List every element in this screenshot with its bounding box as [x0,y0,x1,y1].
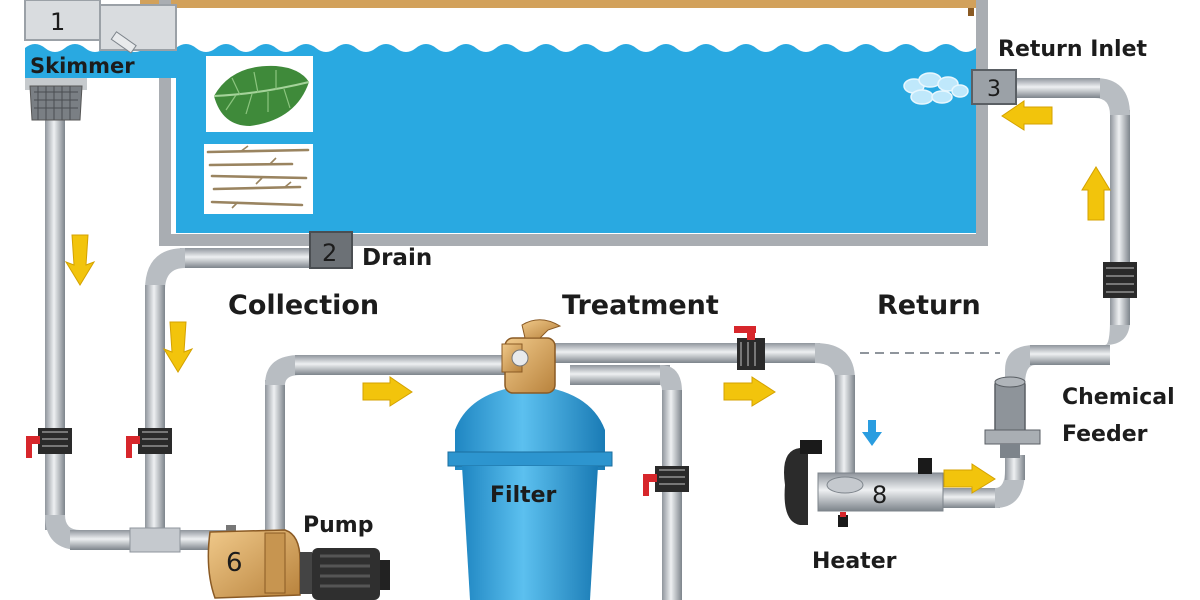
valve-waste-line[interactable] [643,466,689,496]
flow-arrow-right-pump [362,376,413,407]
valve-drain-line[interactable] [126,428,172,458]
drain-label: Drain [362,245,432,271]
pump [207,525,390,600]
pool-water [176,44,976,233]
flow-arrow-right-treatment [723,376,776,407]
flow-arrow-right-heater [943,463,996,494]
valve-treatment-line[interactable] [734,326,765,370]
twig-debris [204,144,313,214]
filter-label: Filter [490,483,557,508]
drain-fitting [309,231,353,269]
chemical-feeder-label-line2: Feeder [1062,422,1148,447]
union-return-line [1103,262,1137,298]
flow-arrow-down-drain [162,321,194,373]
valve-skimmer-line[interactable] [26,428,72,458]
skimmer-basket [29,85,83,121]
flow-arrows [64,100,1111,494]
skimmer-number: 1 [50,8,65,36]
chemical-feeder [984,376,1041,458]
chemical-feeder-label-line1: Chemical [1062,385,1175,410]
pool [25,0,988,246]
return-inlet-fitting [971,69,1017,105]
heater [784,440,944,527]
skimmer [24,0,177,121]
valves [26,262,1137,496]
return-inlet-label: Return Inlet [998,37,1148,62]
pump-number: 6 [226,548,243,578]
flow-arrow-down-skimmer [64,234,96,286]
pump-label: Pump [303,513,373,538]
pool-deck [140,0,985,8]
collection-label: Collection [228,290,379,321]
heater-label: Heater [812,549,897,574]
flow-arrow-up-return [1081,166,1111,221]
flow-arrow-blue-heater [862,420,882,446]
leaf-debris [206,56,313,132]
skimmer-water [25,44,176,78]
treatment-label: Treatment [562,290,719,321]
flow-arrow-left-return [1001,100,1053,131]
drain-number: 2 [322,239,337,267]
heater-number: 8 [872,481,887,509]
pool-wall [159,0,988,246]
filter-tank [447,319,613,600]
return-bubbles [903,72,969,105]
return-label: Return [877,290,981,321]
skimmer-label: Skimmer [30,54,135,78]
return-inlet-number: 3 [987,77,1001,102]
